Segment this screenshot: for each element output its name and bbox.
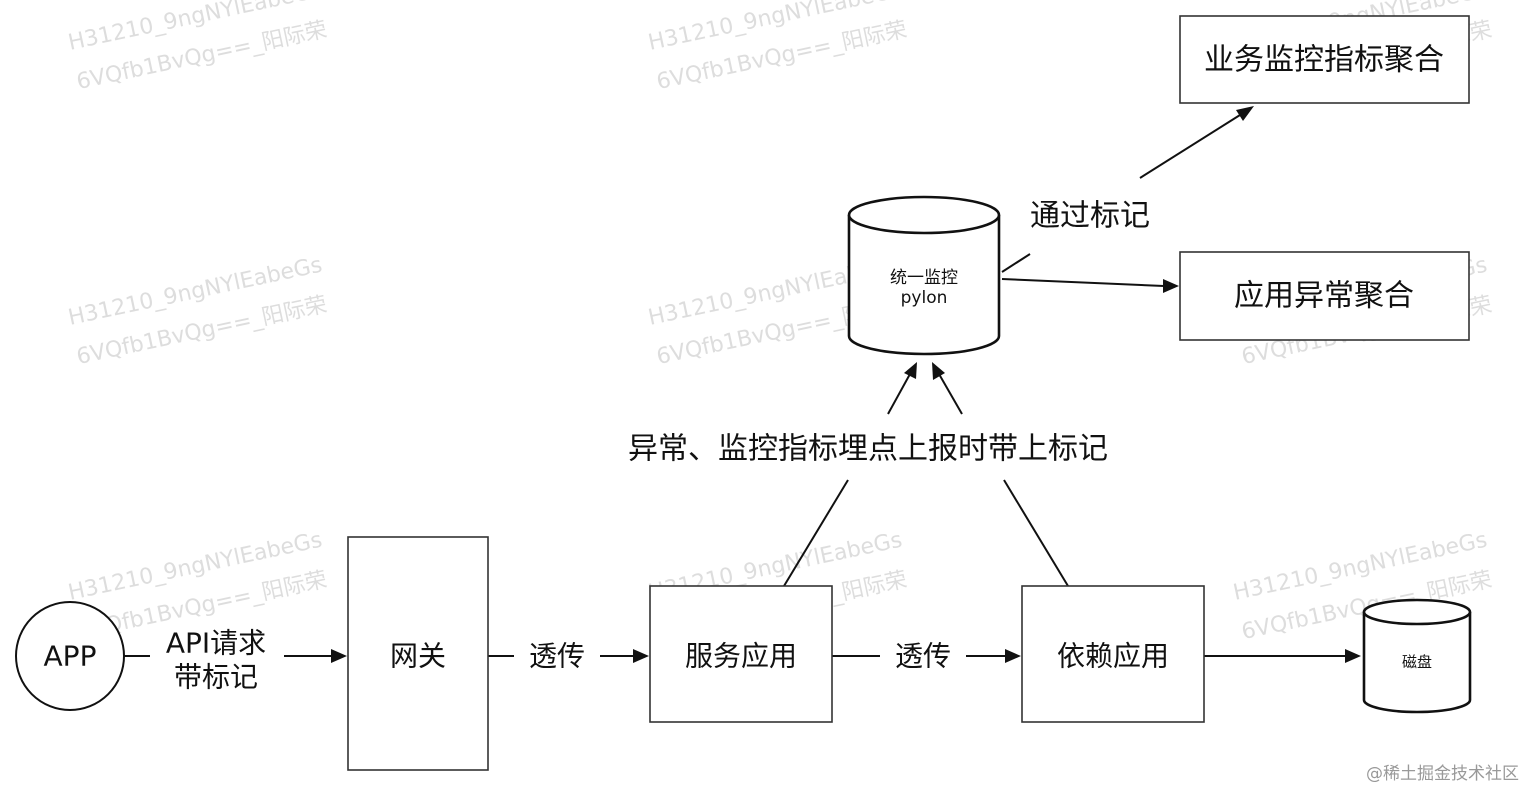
arrowhead-pylon-1 — [904, 362, 917, 379]
pylon-body — [847, 215, 1001, 356]
edge-report-label-to-pylon-2 — [938, 373, 963, 415]
biz-metric-agg-label: 业务监控指标聚合 — [1204, 43, 1444, 78]
edge-service-to-report-label — [783, 479, 849, 587]
arrowhead-gateway — [331, 649, 347, 663]
app-label: APP — [44, 640, 97, 673]
edge-via-tag-to-biz-agg — [1139, 114, 1241, 179]
arrowhead-biz-agg — [1236, 106, 1254, 121]
service-app-box — [649, 585, 833, 723]
site-credit: @稀土掘金技术社区 — [1366, 764, 1519, 784]
watermark-4: H31210_9ngNYlEabeGs 6VQfb1BvQg==_阳际荣 — [66, 253, 329, 370]
arrowhead-dependency — [1005, 649, 1021, 663]
dependency-app-box — [1021, 585, 1205, 723]
app-node: APP — [15, 601, 125, 711]
dependency-app-node: 依赖应用 — [1021, 585, 1205, 723]
api-request-label-line2: 带标记 — [174, 661, 258, 694]
app-exception-agg-node: 应用异常聚合 — [1179, 251, 1470, 341]
arrowhead-service — [633, 649, 649, 663]
passthrough-label-2: 透传 — [895, 640, 951, 673]
app-circle — [15, 601, 125, 711]
disk-body — [1362, 612, 1472, 714]
gateway-node: 网关 — [347, 536, 489, 771]
passthrough-label-1: 透传 — [529, 640, 585, 673]
pylon-top — [847, 195, 1001, 235]
app-exception-agg-box — [1179, 251, 1470, 341]
biz-metric-agg-node: 业务监控指标聚合 — [1179, 15, 1470, 104]
api-request-label-line1: API请求 — [166, 627, 266, 660]
via-tag-label: 通过标记 — [1030, 199, 1150, 234]
pylon-label-line1: 统一监控 — [890, 268, 958, 288]
arrowhead-disk — [1345, 649, 1361, 663]
biz-metric-agg-box — [1179, 15, 1470, 104]
edge-dependency-to-report-label — [1003, 479, 1069, 587]
edge-pylon-to-via-tag — [1001, 253, 1031, 273]
edges — [124, 106, 1361, 663]
arrowhead-exception-agg — [1163, 279, 1179, 293]
dependency-app-label: 依赖应用 — [1057, 640, 1169, 673]
api-request-label: API请求 带标记 — [166, 627, 266, 694]
pylon-node: 统一监控 pylon — [847, 195, 1001, 356]
edge-pylon-to-exception-agg — [1001, 278, 1165, 287]
app-exception-agg-label: 应用异常聚合 — [1234, 279, 1414, 314]
pylon-label-line2: pylon — [901, 288, 948, 308]
gateway-box — [347, 536, 489, 771]
report-with-tag-label: 异常、监控指标埋点上报时带上标记 — [628, 432, 1108, 467]
service-app-node: 服务应用 — [649, 585, 833, 723]
arrowhead-pylon-2 — [932, 362, 945, 380]
service-app-label: 服务应用 — [685, 640, 797, 673]
disk-label: 磁盘 — [1402, 653, 1432, 671]
disk-node: 磁盘 — [1362, 598, 1472, 714]
watermark-2: H31210_9ngNYlEabeGs 6VQfb1BvQg==_阳际荣 — [646, 0, 909, 95]
edge-report-label-to-pylon-1 — [887, 373, 911, 415]
gateway-label: 网关 — [390, 640, 446, 673]
watermark-1: H31210_9ngNYlEabeGs 6VQfb1BvQg==_阳际荣 — [66, 0, 329, 95]
disk-top — [1362, 598, 1472, 626]
